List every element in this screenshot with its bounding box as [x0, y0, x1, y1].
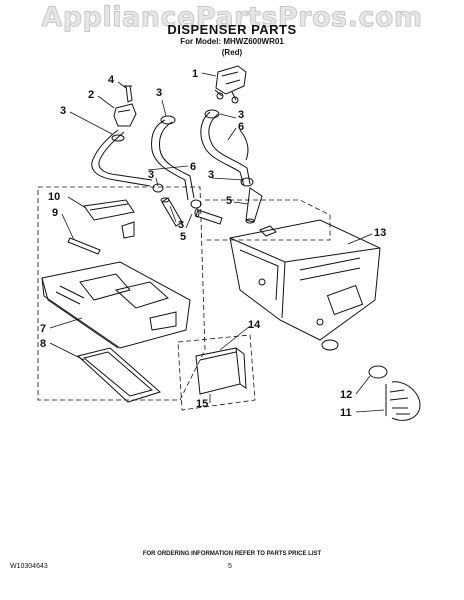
- inlet-valve-part: [214, 65, 247, 104]
- callout-3-b: 3: [156, 87, 162, 99]
- outlet-clamp-part: [368, 365, 388, 379]
- siphon-clip-part: [67, 237, 101, 255]
- callout-1: 1: [192, 68, 198, 80]
- cap-group-outline: [177, 334, 256, 411]
- clamp-3: [204, 109, 220, 119]
- clamp-5: [190, 199, 202, 209]
- page-number: 5: [228, 563, 232, 570]
- callout-2: 2: [88, 89, 94, 101]
- connector-tube-left: [160, 197, 183, 227]
- clamp-4: [152, 183, 164, 193]
- clamp-1: [111, 134, 125, 142]
- callout-13: 13: [374, 227, 386, 239]
- callout-3-a: 3: [60, 105, 66, 117]
- connector-tube-middle: [194, 208, 223, 225]
- callout-15: 15: [196, 398, 208, 410]
- clamp-6: [240, 177, 254, 187]
- callout-3-c: 3: [238, 109, 244, 121]
- connector-tube-right: [245, 187, 263, 224]
- callout-4: 4: [108, 74, 115, 86]
- callout-9: 9: [52, 207, 58, 219]
- dispenser-drawer-part: [41, 261, 191, 349]
- model-line: For Model: MHWZ600WR01: [180, 37, 284, 46]
- callout-3-d: 3: [208, 169, 214, 181]
- callout-7: 7: [40, 323, 46, 335]
- variant-label: (Red): [221, 48, 243, 57]
- document-number: W10304643: [10, 563, 48, 570]
- housing-group-outline: [205, 199, 331, 241]
- callout-5-b: 5: [226, 195, 232, 207]
- callout-14: 14: [248, 319, 261, 331]
- hose-right: [200, 111, 251, 187]
- dispenser-group-outline: [37, 186, 206, 401]
- drawer-insert-part: [76, 347, 161, 403]
- ordering-note: FOR ORDERING INFORMATION REFER TO PARTS …: [142, 551, 322, 557]
- callout-6-a: 6: [190, 161, 196, 173]
- siphon-cap-part: [83, 199, 135, 239]
- hose-left: [91, 129, 153, 187]
- drawer-handle-part: [195, 347, 247, 395]
- callout-5-a: 5: [180, 231, 186, 243]
- clamp-2: [160, 115, 176, 125]
- callout-11: 11: [340, 407, 352, 419]
- leader-lines: [49, 72, 385, 413]
- callout-10: 10: [48, 191, 60, 203]
- small-valve-part: [113, 103, 137, 127]
- callout-6-b: 6: [238, 121, 244, 133]
- screw-part: [124, 85, 133, 103]
- callout-3-f: 3: [178, 219, 184, 231]
- hose-middle: [151, 119, 195, 201]
- watermark: AppliancePartsPros.com: [41, 2, 423, 34]
- dispenser-housing-part: [229, 219, 381, 351]
- callout-8: 8: [40, 338, 46, 350]
- callout-12: 12: [340, 389, 352, 401]
- callout-3-e: 3: [148, 169, 154, 181]
- outlet-bellows-part: [385, 381, 421, 421]
- page-title: DISPENSER PARTS: [167, 22, 297, 37]
